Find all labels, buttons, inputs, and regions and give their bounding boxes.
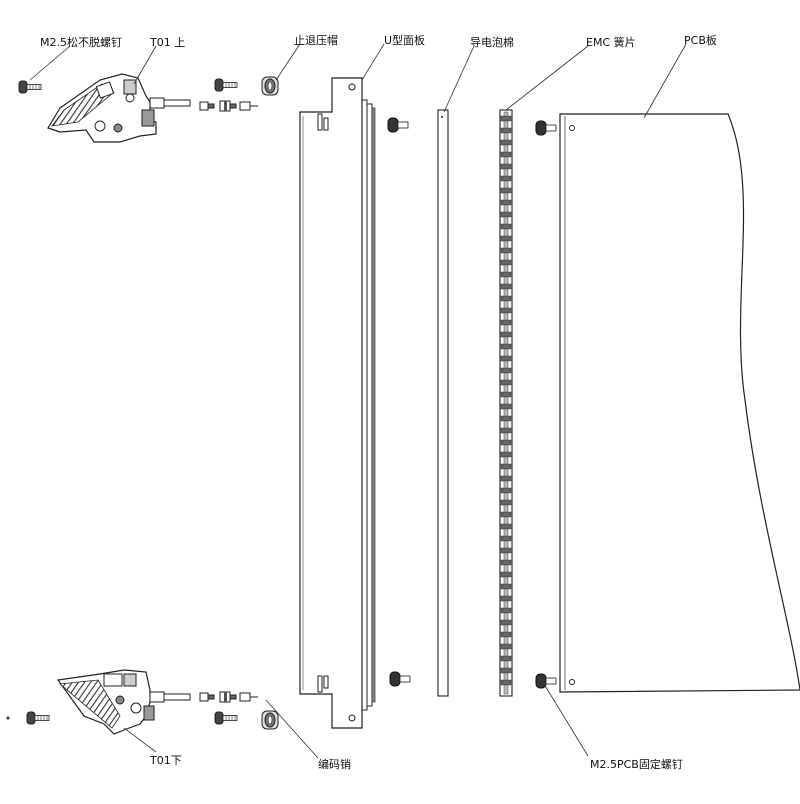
emc-tooth (500, 571, 512, 578)
label-captive-screw: M2.5松不脱螺钉 (40, 36, 122, 49)
emc-tooth (500, 331, 512, 338)
emc-tooth (500, 547, 512, 554)
emc-tooth (500, 415, 512, 422)
pcb-board (559, 113, 800, 693)
emc-tooth (500, 259, 512, 266)
emc-tooth (500, 619, 512, 626)
emc-tooth (500, 211, 512, 218)
conductive-foam-strip (437, 109, 449, 697)
label-t01-upper: T01 上 (150, 36, 186, 49)
emc-tooth (500, 247, 512, 254)
emc-tooth (500, 199, 512, 206)
emc-tooth (500, 643, 512, 650)
emc-tooth (500, 559, 512, 566)
emc-tooth (500, 583, 512, 590)
emc-tooth (500, 355, 512, 362)
emc-tooth (500, 319, 512, 326)
emc-tooth (500, 307, 512, 314)
emc-tooth (500, 427, 512, 434)
emc-tooth (500, 499, 512, 506)
emc-tooth (500, 655, 512, 662)
label-coding-pin: 编码销 (318, 758, 351, 771)
emc-tooth (500, 451, 512, 458)
ejector-handle-icon (56, 669, 191, 735)
pcb-screw-icon (387, 117, 411, 687)
emc-tooth (500, 535, 512, 542)
dot-mark (6, 716, 10, 720)
emc-tooth (500, 283, 512, 290)
emc-tooth (500, 139, 512, 146)
screw-icon (214, 78, 238, 725)
captive-screw-lower (26, 711, 50, 725)
pcb-screw-icon (535, 120, 557, 689)
label-t01-lower: T01下 (150, 754, 182, 767)
emc-tooth (500, 523, 512, 530)
emc-tooth (500, 223, 512, 230)
emc-tooth (500, 403, 512, 410)
emc-tooth (500, 127, 512, 134)
emc-tooth (500, 271, 512, 278)
label-emc-spring: EMC 簧片 (586, 36, 636, 49)
emc-tooth (500, 151, 512, 158)
emc-tooth (500, 367, 512, 374)
emc-tooth (500, 391, 512, 398)
captive-screw-upper (18, 80, 42, 94)
label-pcb-screw: M2.5PCB固定螺钉 (590, 758, 683, 771)
emc-tooth (500, 679, 512, 686)
emc-spring-strip (499, 109, 513, 697)
emc-tooth (500, 379, 512, 386)
emc-tooth (500, 343, 512, 350)
emc-tooth (500, 631, 512, 638)
label-stop-cap: 止退压帽 (294, 34, 338, 47)
label-conductive-foam: 导电泡棉 (470, 36, 514, 49)
emc-tooth (500, 187, 512, 194)
label-u-panel: U型面板 (384, 34, 426, 47)
leader-lines (29, 43, 687, 759)
emc-spring-teeth (500, 115, 512, 686)
emc-tooth (500, 475, 512, 482)
emc-tooth (500, 115, 512, 122)
emc-tooth (500, 595, 512, 602)
emc-tooth (500, 175, 512, 182)
emc-tooth (500, 235, 512, 242)
emc-tooth (500, 439, 512, 446)
emc-tooth (500, 511, 512, 518)
label-pcb-board: PCB板 (684, 34, 717, 47)
stop-cap-icon (261, 76, 279, 730)
u-panel (299, 77, 376, 729)
emc-tooth (500, 667, 512, 674)
emc-tooth (500, 295, 512, 302)
ejector-handle-icon (47, 73, 191, 143)
emc-tooth (500, 163, 512, 170)
emc-tooth (500, 607, 512, 614)
emc-tooth (500, 463, 512, 470)
emc-tooth (500, 487, 512, 494)
coding-pin-icon (199, 100, 259, 703)
